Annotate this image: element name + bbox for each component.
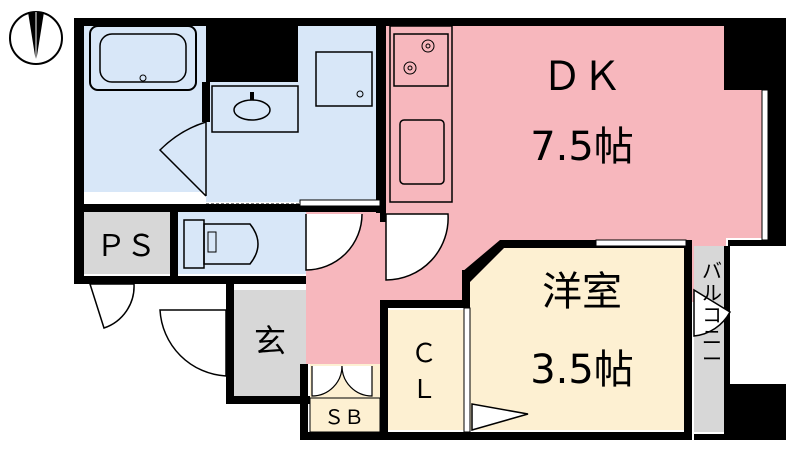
western-size-label: 3.5帖: [530, 347, 634, 393]
balcony-char: コ: [702, 303, 722, 327]
balcony-char: バ: [702, 259, 722, 283]
closet-door: [463, 307, 471, 433]
bathtub-icon: [89, 25, 197, 91]
dk-door: [385, 213, 449, 281]
washbasin-icon: [211, 85, 299, 133]
shoe-box-label: ＳＢ: [324, 405, 364, 429]
bathroom-door: [158, 121, 207, 197]
north-arrow-icon: [9, 11, 63, 65]
balcony-area: [694, 246, 728, 432]
balcony-char: ニ: [702, 325, 722, 349]
western-name-label: 洋室: [542, 269, 622, 315]
shoe-box-doors: [309, 365, 381, 433]
dk-right-area: [724, 90, 764, 238]
ps-label: ＰＳ: [96, 229, 156, 264]
western-room-door: [471, 403, 529, 431]
western-room-area: [470, 246, 690, 430]
balcony-char: ー: [702, 347, 722, 371]
closet-area: [388, 310, 466, 430]
washroom-sliding-door: [206, 199, 381, 207]
dk-size-label: 7.5帖: [530, 124, 634, 170]
washroom-area: [206, 82, 384, 202]
entrance-label: 玄: [254, 322, 286, 360]
kitchen-sink-icon: [389, 25, 453, 203]
bathroom-area: [80, 22, 206, 192]
window: [761, 89, 778, 241]
closet-label-c: Ｃ: [411, 339, 437, 369]
washing-machine-space: [315, 51, 373, 107]
entrance-door: [159, 309, 227, 377]
ps-door: [88, 283, 135, 329]
ps-area: [80, 212, 172, 274]
walls: [74, 18, 786, 440]
toilet-door: [305, 213, 363, 271]
balcony-char: ル: [702, 281, 722, 305]
entrance-area: [234, 290, 306, 396]
balcony-window: [595, 239, 687, 247]
two-burner-stove-icon: [393, 33, 449, 87]
balcony-label: バ ル コ ニ ー: [702, 259, 722, 371]
dk-name-label: ＤＫ: [542, 54, 622, 100]
washroom-upper: [298, 22, 384, 84]
toilet-icon: [183, 219, 259, 269]
balcony-door: [693, 288, 731, 337]
closet-label-l: Ｌ: [411, 375, 437, 405]
